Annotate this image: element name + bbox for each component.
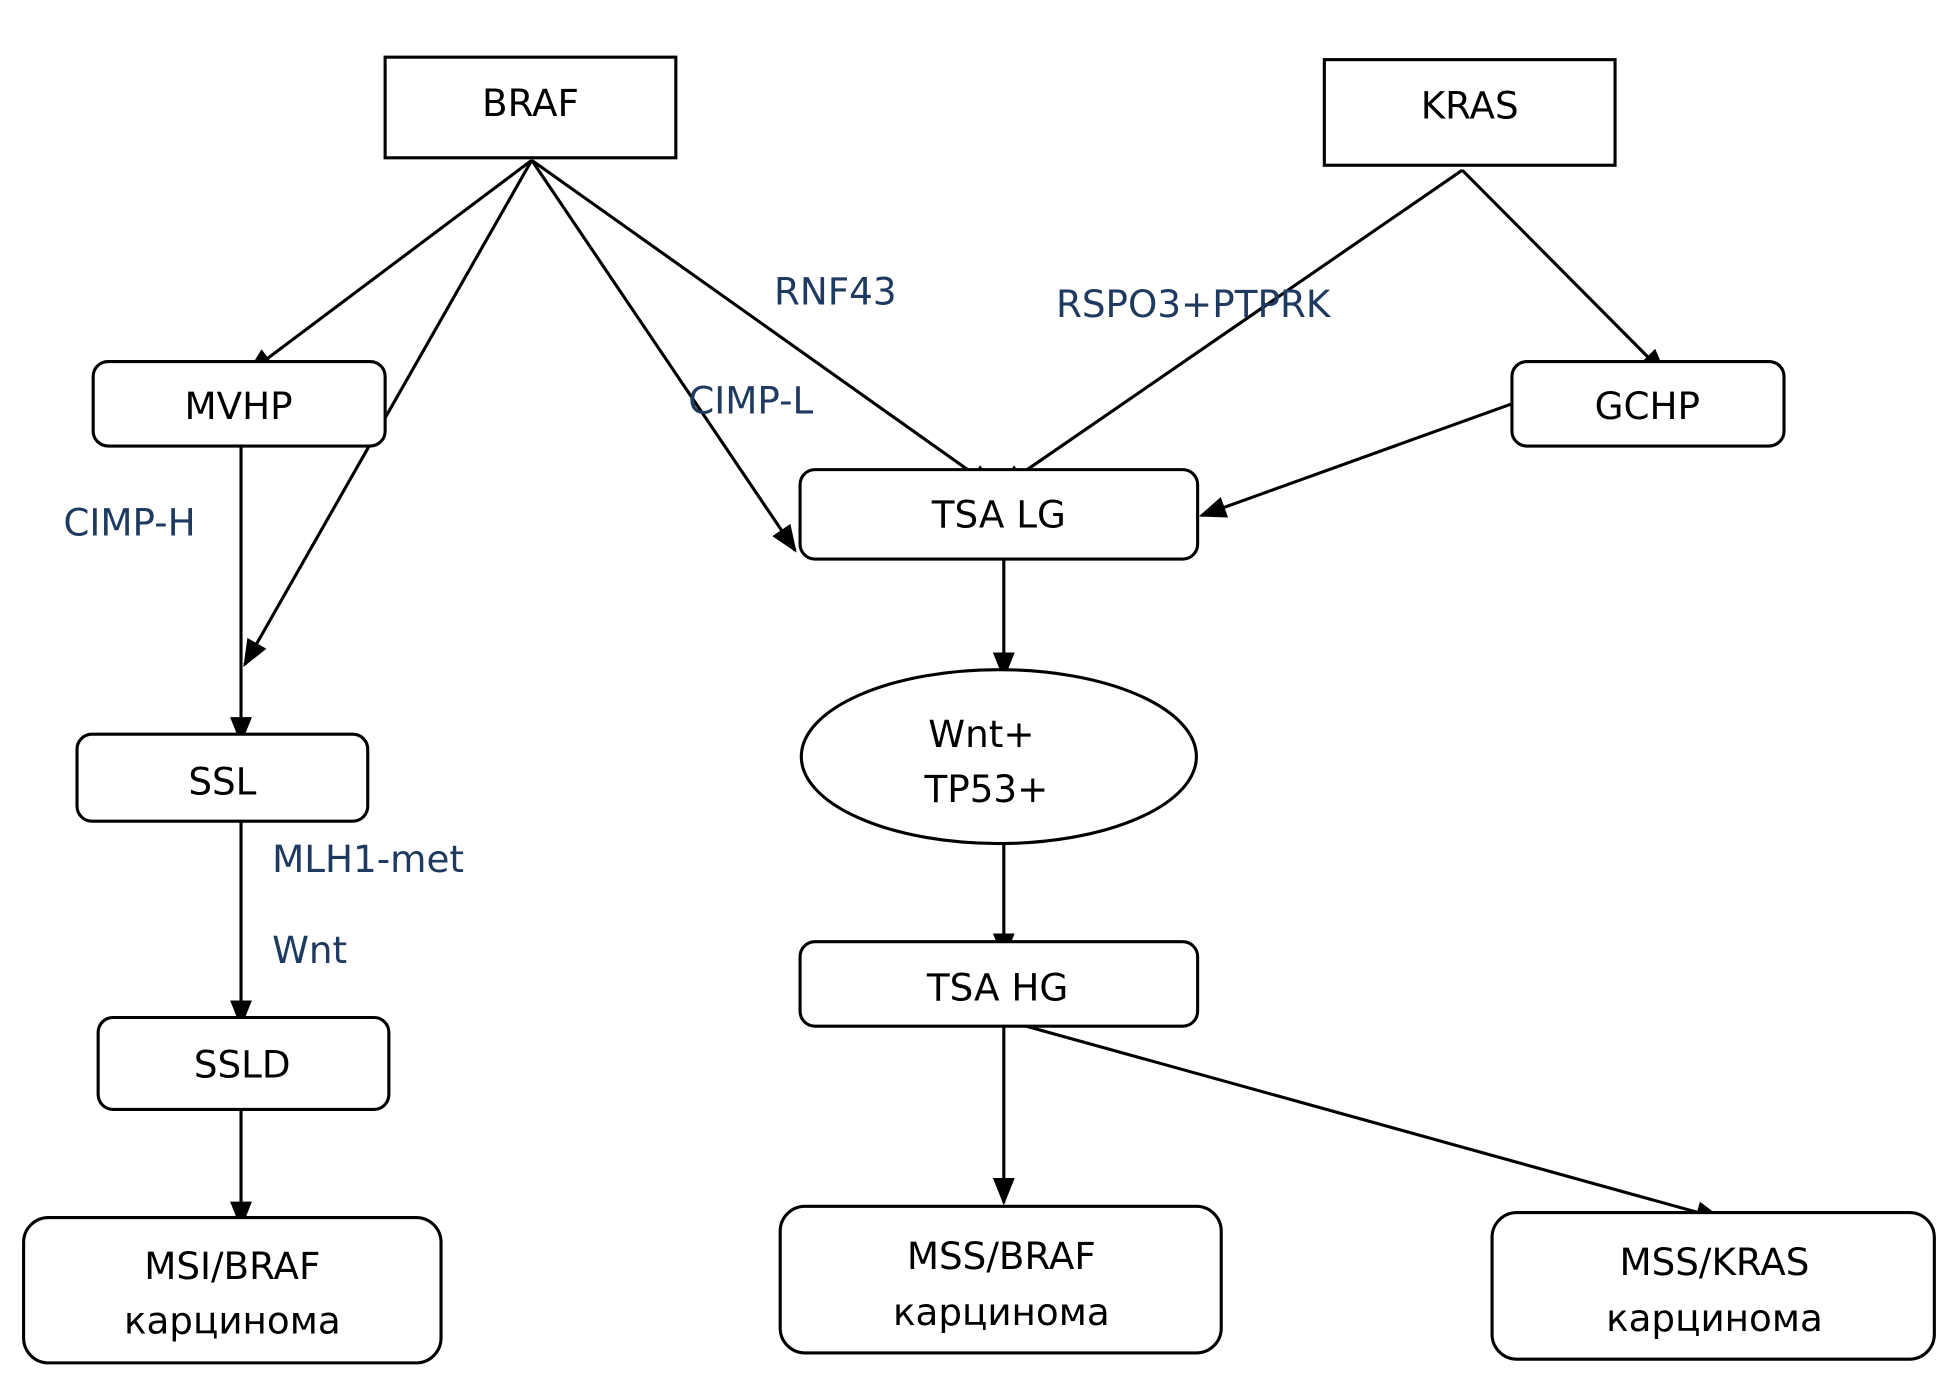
edge-tsa-hg-mss-kras [1003, 1018, 1724, 1223]
ssl-label: SSL [188, 759, 256, 803]
tsa-hg-label: TSA HG [926, 966, 1068, 1010]
mss-braf-line1: MSS/BRAF [907, 1234, 1096, 1278]
kras-box [1322, 58, 1617, 167]
node-tsa-hg: TSA HG [798, 940, 1200, 1028]
node-msi-braf: MSI/BRAF карцинома [22, 1215, 443, 1365]
edge-label-cimp-h: CIMP-H [63, 500, 195, 544]
gchp-box [1510, 359, 1786, 448]
msi-braf-line1: MSI/BRAF [144, 1244, 320, 1288]
edge-label-rspo3-ptprk: RSPO3+PTPRK [1056, 282, 1332, 326]
edge-braf-mvhp [246, 159, 533, 375]
braf-label: BRAF [482, 81, 579, 125]
edge-label-rnf43: RNF43 [774, 269, 897, 313]
node-wnt-tp53: Wnt+ TP53+ [799, 668, 1198, 846]
edge-labels: RNF43 RSPO3+PTPRK CIMP-L CIMP-H MLH1-met… [63, 269, 1332, 971]
node-mss-kras: MSS/KRAS карцинома [1490, 1210, 1936, 1361]
msi-braf-box [22, 1215, 443, 1365]
edge-label-wnt: Wnt [272, 928, 347, 972]
kras-label: KRAS [1421, 84, 1519, 128]
mss-braf-box [778, 1204, 1223, 1355]
mss-kras-line1: MSS/KRAS [1619, 1240, 1809, 1284]
edge-label-cimp-l: CIMP-L [688, 379, 813, 423]
mvhp-box [91, 359, 387, 448]
tsa-lg-label: TSA LG [931, 492, 1066, 536]
node-tsa-lg: TSA LG [798, 468, 1200, 561]
node-mss-braf: MSS/BRAF карцинома [778, 1204, 1223, 1355]
gchp-label: GCHP [1595, 384, 1700, 428]
edge-braf-tsa-lg-rnf43 [530, 159, 997, 490]
wnt-tp53-line2: TP53+ [923, 767, 1048, 811]
node-kras: KRAS [1322, 58, 1617, 167]
mss-kras-box [1490, 1210, 1936, 1361]
ssld-label: SSLD [194, 1043, 291, 1087]
mvhp-label: MVHP [184, 384, 292, 428]
node-ssld: SSLD [96, 1015, 391, 1111]
wnt-tp53-ellipse [799, 668, 1198, 846]
braf-box [383, 55, 678, 160]
ssl-box [75, 732, 370, 823]
edge-braf-tsa-lg-cimp-l [530, 159, 797, 553]
edge-gchp-tsa-lg [1198, 402, 1513, 518]
tsa-lg-box [798, 468, 1200, 561]
edge-kras-tsa-lg [997, 168, 1464, 490]
ssld-box [96, 1015, 391, 1111]
edge-kras-gchp [1461, 169, 1667, 376]
tsa-hg-box [798, 940, 1200, 1028]
node-ssl: SSL [75, 732, 370, 823]
node-gchp: GCHP [1510, 359, 1786, 448]
edge-label-mlh1-met: MLH1-met [272, 837, 464, 881]
mss-kras-line2: карцинома [1606, 1296, 1823, 1340]
edges [230, 159, 1724, 1229]
node-mvhp: MVHP [91, 359, 387, 448]
mss-braf-line2: карцинома [893, 1290, 1110, 1334]
wnt-tp53-line1: Wnt+ [928, 712, 1034, 756]
edge-braf-ssl [243, 159, 534, 668]
msi-braf-line2: карцинома [124, 1299, 341, 1343]
node-braf: BRAF [383, 55, 678, 160]
